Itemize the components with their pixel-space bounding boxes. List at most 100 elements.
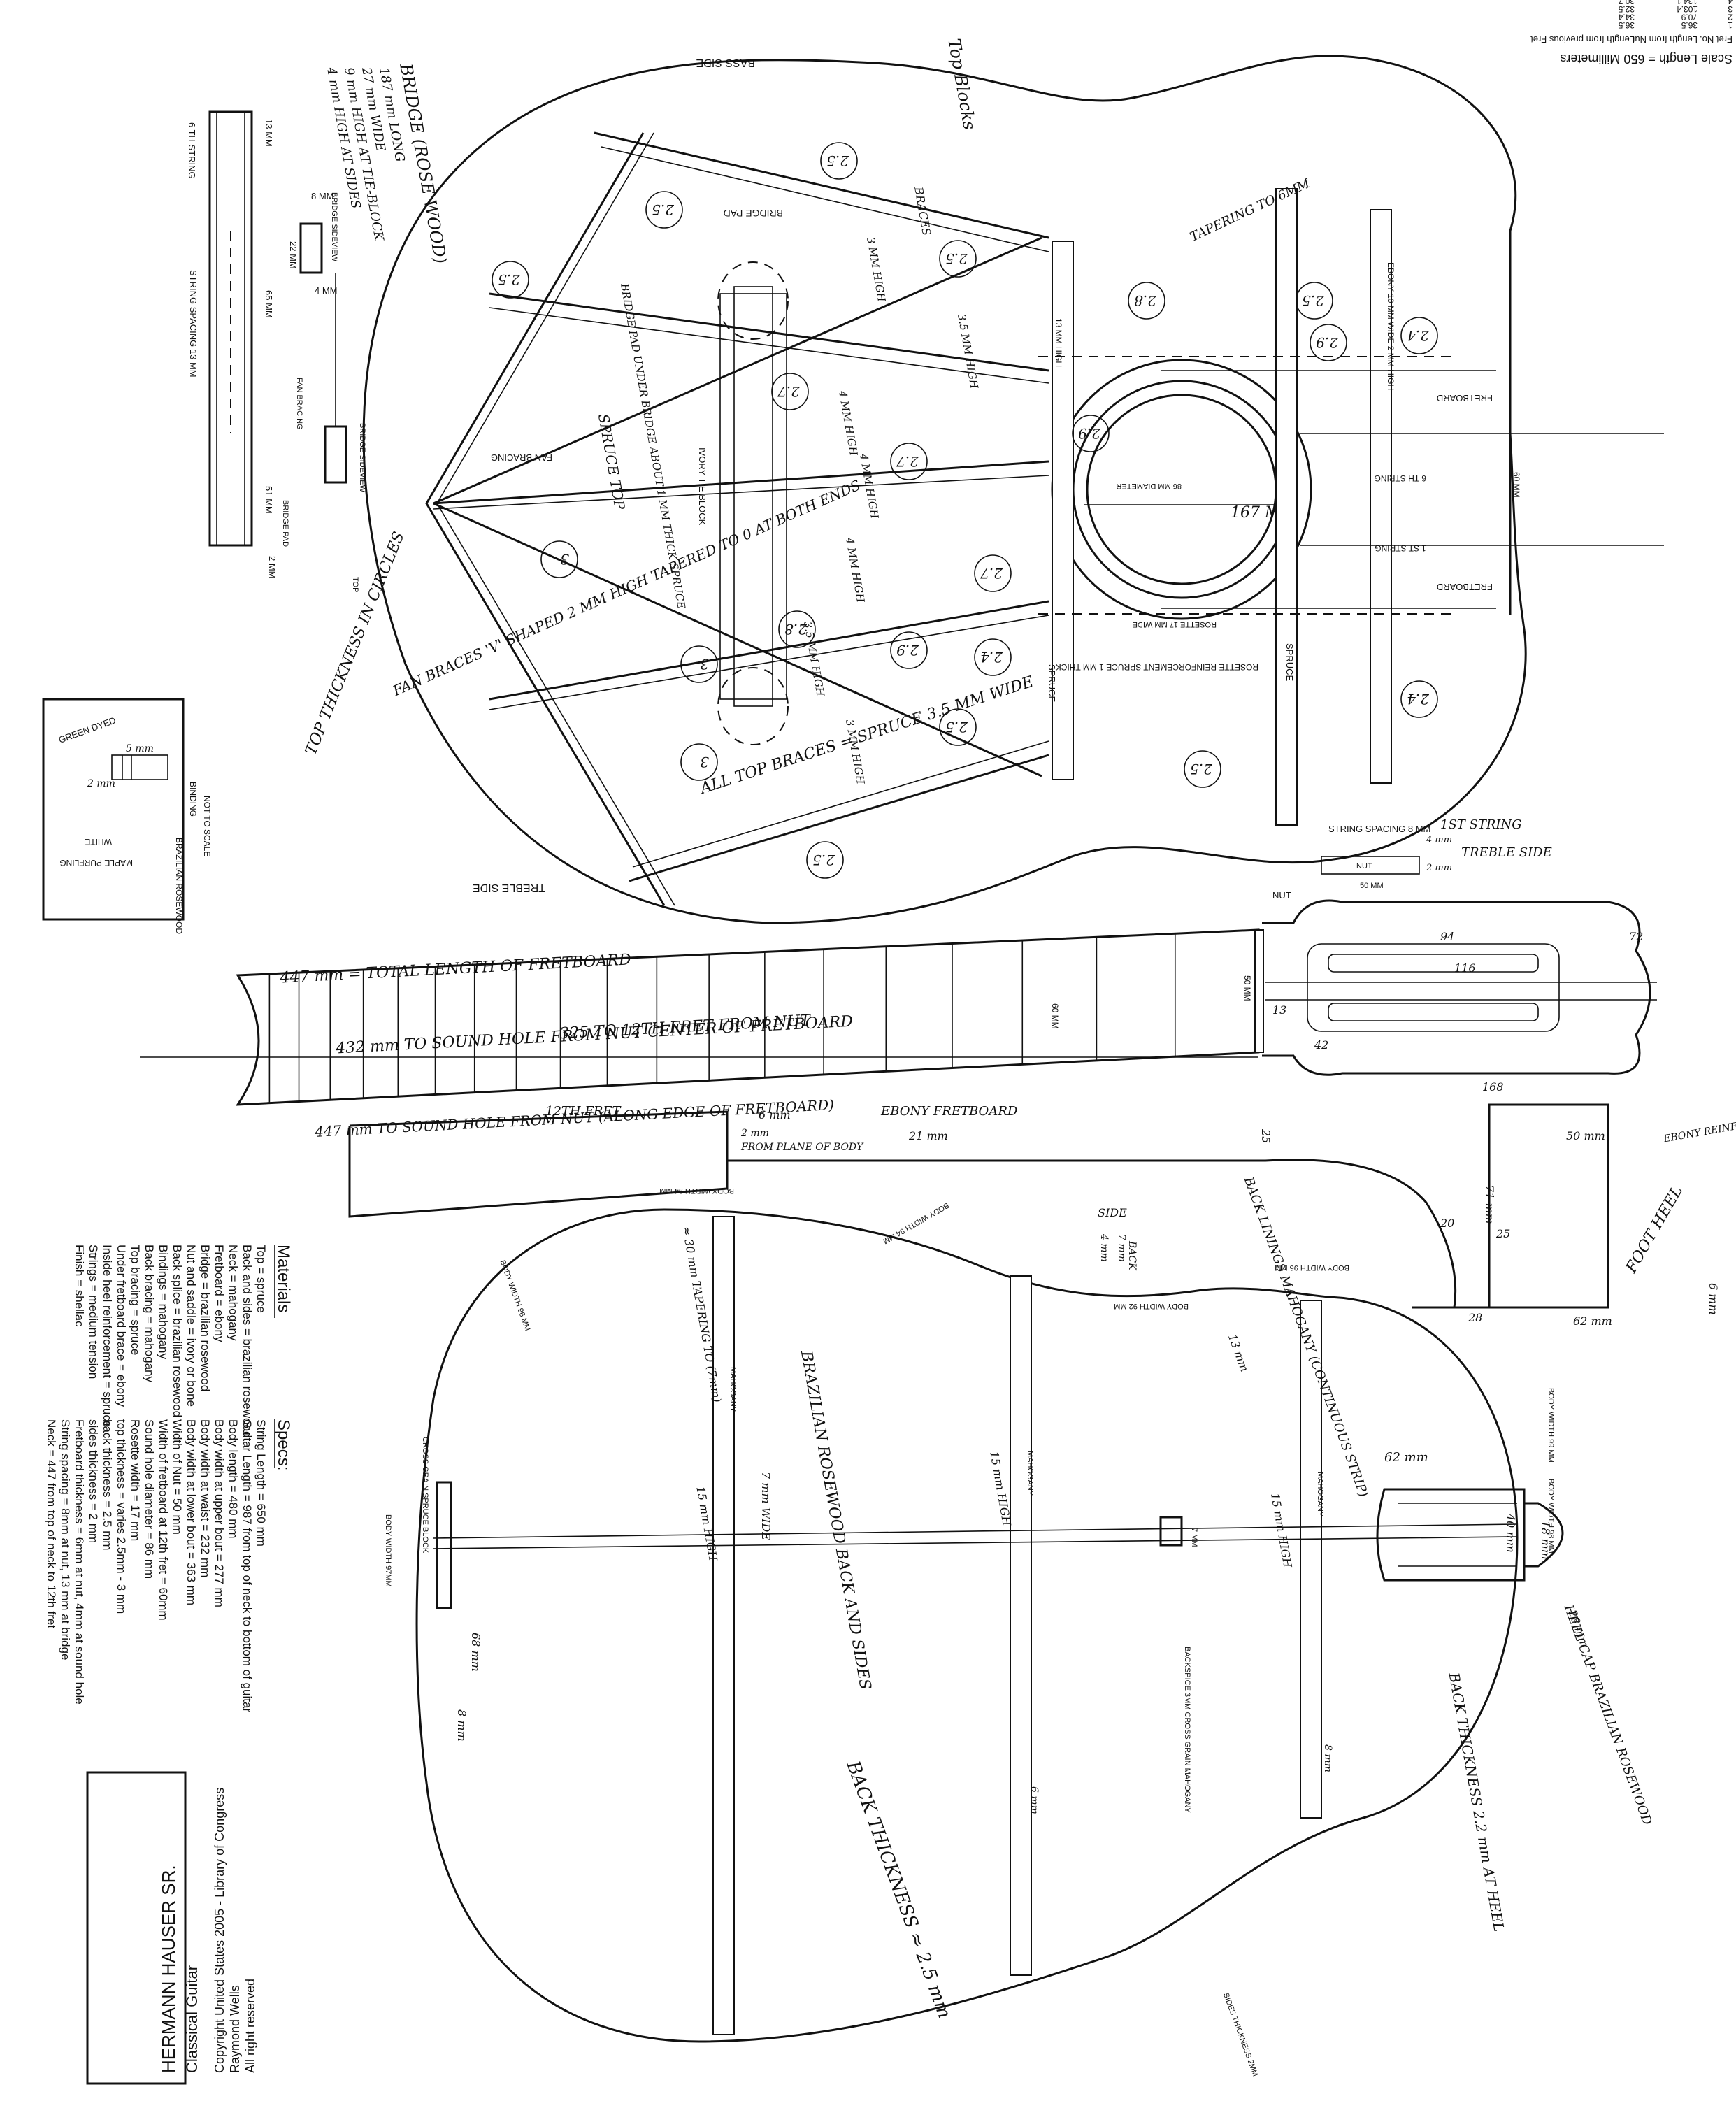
side-4mm: 4 mm (1098, 1233, 1110, 1262)
material-item: Top bracing = spruce (129, 1245, 142, 1355)
material-item: Finish = shellac (73, 1245, 86, 1327)
thickness-circle (1296, 282, 1333, 320)
rosette-label: ROSETTE 17 MM WIDE (1133, 620, 1217, 629)
purfling-rosewood: BRAZILIAN ROSEWOOD (174, 838, 184, 934)
material-item: Bridge = brazilian rosewood (199, 1245, 212, 1391)
backspice-label: BACKSPICE 3MM CROSS GRAIN MAHOGANY (1183, 1647, 1191, 1813)
material-item: Back splice = brazilian rosewood (171, 1245, 184, 1417)
spec-item: String Length = 650 mm (254, 1419, 268, 1547)
mahogany-2: MAHOGANY (1026, 1451, 1034, 1496)
fret-table-header: Length from previous Fret (1530, 34, 1635, 45)
purfling-maple: MAPLE PURFLING (59, 858, 133, 868)
thickness-value: 2.5 (826, 152, 849, 169)
body-width-96b: BODY WIDTH 96 MM (498, 1259, 532, 1332)
fret-table-cell: 103.4 (1677, 4, 1698, 14)
width-60-label: 60 MM (1512, 472, 1521, 498)
back-40mm: 40 mm (1504, 1513, 1517, 1553)
title-block: HERMANN HAUSER SR. Classical Guitar Copy… (86, 1771, 257, 2085)
fretboard-label: FRETBOARD (1437, 393, 1493, 403)
bridge-detail: BRIDGE (ROSE WOOD) 187 mm LONG 27 mm WID… (187, 62, 450, 593)
spruce-label: SPRUCE (1047, 664, 1057, 703)
cross-grain-block: CROSS GRAIN SPRUCE BLOCK (421, 1437, 429, 1554)
tie-block-label: IVORY TIE BLOCK (697, 447, 708, 526)
heel-28: 28 (1468, 1311, 1482, 1324)
neck-50mm: 50 mm (1566, 1129, 1605, 1142)
thickness-circle (806, 841, 844, 879)
body-width-97: BODY WIDTH 97MM (384, 1514, 392, 1587)
side-7mm: 7 mm (1116, 1234, 1127, 1262)
thickness-value: 2.8 (784, 621, 808, 638)
thickness-circle (1128, 282, 1165, 320)
nut-detail-label: NUT (1356, 862, 1372, 870)
materials-list: Materials Top = spruce Back and sides = … (73, 1245, 293, 1437)
thickness-value: 2.9 (1078, 425, 1101, 442)
body-width-94b: BODY WIDTH 94 MM (882, 1200, 950, 1245)
nut-2mm: 2 mm (1426, 863, 1452, 873)
thickness-circle (1184, 750, 1221, 788)
material-item: Neck = mahogany (227, 1245, 240, 1341)
nut-width: 50 MM (1242, 975, 1252, 1001)
fret-table-cell: 1 (1728, 20, 1733, 30)
thickness-value: 2.5 (1190, 761, 1213, 777)
thickness-value: 3 (700, 656, 709, 673)
purfling-5mm: 5 mm (126, 743, 154, 754)
mahogany-3: MAHOGANY (1316, 1472, 1324, 1517)
back-rosewood-note: BRAZILIAN ROSEWOOD BACK AND SIDES (797, 1349, 874, 1691)
thickness-value: 2.5 (945, 719, 968, 736)
fret-table-header: Fret No. (1700, 34, 1733, 45)
ebony-reinforcement: EBONY REINFORCEMENT (1662, 1110, 1736, 1145)
material-item: Fretboard = ebony (213, 1245, 226, 1342)
bridge-d8: 8 MM (311, 191, 334, 201)
thickness-circle (974, 638, 1012, 676)
sixth-string-label: 6 TH STRING (1375, 473, 1426, 483)
purfling-white: WHITE (85, 837, 112, 847)
fan-bracing-label: FAN BRACING (491, 452, 552, 463)
neck-21mm: 21 mm (908, 1129, 948, 1142)
top-detail: TOP (351, 577, 359, 592)
spec-item: Body width at upper bout = 277 mm (213, 1419, 226, 1607)
back-18mm: 18 mm (1539, 1521, 1552, 1560)
spec-item: Body width at waist = 232 mm (199, 1419, 212, 1577)
brace-height-note: 4 MM HIGH (843, 536, 867, 604)
fret-table: Scale Length = 650 Millimeters (1560, 52, 1733, 66)
bridge-pad-detail: BRIDGE PAD (281, 500, 289, 547)
sides-thickness: SIDES THICKNESS 2MM (1221, 1992, 1259, 2078)
thickness-circle (974, 554, 1012, 592)
spec-item: Width of fretboard at 12th fret = 60mm (157, 1419, 170, 1621)
head-42: 42 (1314, 1038, 1328, 1052)
materials-heading: Materials (274, 1245, 293, 1312)
thickness-value: 3 (700, 754, 709, 770)
treble-side-label: TREBLE SIDE (473, 882, 545, 894)
bridge-d51: 51 MM (264, 486, 274, 514)
thickness-circle (645, 191, 683, 229)
brace-15-high-2: 15 mm HIGH (1268, 1492, 1295, 1570)
thickness-value: 2.4 (1407, 691, 1430, 708)
back-brace-1 (712, 1216, 735, 2035)
head-13: 13 (1272, 1003, 1286, 1017)
body-width-92: BODY WIDTH 92 MM (1114, 1302, 1189, 1310)
thickness-value: 2.5 (1302, 292, 1325, 309)
bridge-sideview-label-2: BRIDGE SIDEVIEW (358, 423, 366, 493)
back-brace-2 (1010, 1275, 1032, 1976)
purfling-2mm: 2 mm (87, 778, 115, 789)
back-8mm: 8 mm (455, 1709, 468, 1742)
thickness-value: 2.8 (1134, 292, 1157, 309)
harmonic-brace-upper (1275, 188, 1298, 826)
spruce-label-2: SPRUCE (1284, 643, 1295, 682)
body-width-94: BODY WIDTH 94 MM (659, 1186, 734, 1195)
thickness-value: 2.7 (777, 383, 801, 400)
spruce-top-label: SPRUCE TOP (595, 413, 629, 511)
bridge-pad-label: BRIDGE PAD (724, 208, 783, 219)
fret-table-cell: 30.7 (1618, 0, 1635, 6)
ebony-brace-label: EBONY 10 MM WIDE 2 MM HIGH (1386, 262, 1396, 390)
heel-6mm: 6 mm (1707, 1283, 1720, 1315)
thickness-value: 2.5 (945, 250, 968, 267)
fret-table-cell: 4 (1728, 0, 1733, 6)
nut-string-spacing: STRING SPACING 8 MM (1328, 824, 1430, 834)
title-subtitle: Classical Guitar (183, 1965, 201, 2073)
foot-heel: FOOT HEEL (1622, 1183, 1686, 1277)
harmonic-brace-lower (1052, 241, 1074, 780)
brace-7mm-wide: 7 mm WIDE (759, 1472, 773, 1540)
soundhole-diameter-label: 86 MM DIAMETER (1116, 482, 1182, 490)
